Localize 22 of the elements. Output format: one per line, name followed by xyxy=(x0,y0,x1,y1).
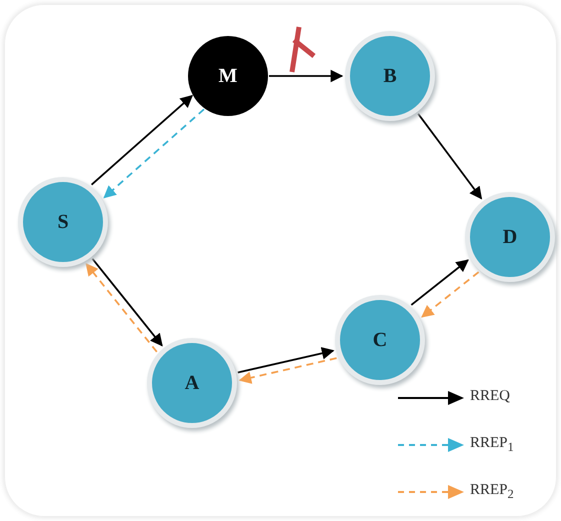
node-label: C xyxy=(372,328,388,352)
arrow xyxy=(90,94,194,186)
legend-label: RREP$_{2}$ xyxy=(470,482,514,502)
arrow xyxy=(103,108,205,198)
arrow xyxy=(238,357,337,384)
node-label: S xyxy=(57,210,69,234)
arrow xyxy=(417,113,482,200)
legend-label: RREP$_{1}$ xyxy=(470,435,514,455)
arrow xyxy=(421,271,480,318)
node-label: D xyxy=(502,226,518,248)
arrow xyxy=(269,70,344,82)
node-label: A xyxy=(184,372,200,394)
node-circle xyxy=(18,177,108,267)
arrow xyxy=(410,259,469,306)
node-label: M xyxy=(218,64,238,88)
node-label: B xyxy=(383,64,397,88)
arrow xyxy=(92,258,163,347)
arrow xyxy=(86,262,158,352)
node-circle xyxy=(465,192,555,282)
legend-label: RREQ xyxy=(470,388,510,405)
arrow xyxy=(238,347,334,374)
node-circle xyxy=(147,338,237,428)
